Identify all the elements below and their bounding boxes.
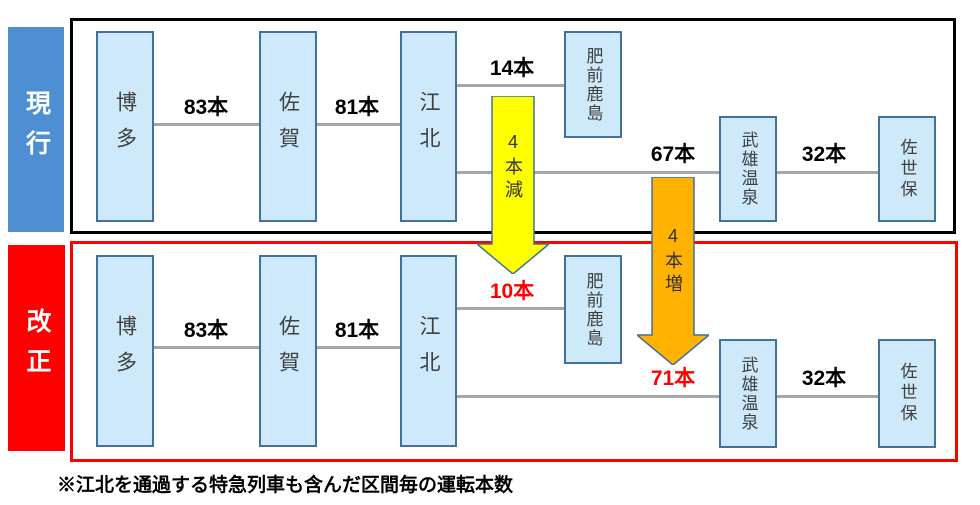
count-current-kohoku-hizenkashima: 14本 — [489, 57, 535, 80]
station-revised-takeo-onsen-label: 武雄温泉 — [738, 355, 758, 432]
station-current-hizen-kashima-label: 肥前鹿島 — [583, 46, 603, 123]
current-row-label: 現行 — [8, 27, 64, 232]
rail-revised-saga-kohoku — [317, 346, 400, 349]
station-current-saga: 佐賀 — [259, 31, 317, 222]
rail-current-kohoku-takeoonsen — [457, 171, 719, 174]
decrease-arrow-icon — [477, 96, 549, 274]
station-revised-kohoku-label: 江北 — [417, 315, 440, 387]
count-revised-takeoonsen-sasebo: 32本 — [801, 367, 847, 390]
count-current-takeoonsen-sasebo: 32本 — [801, 143, 847, 166]
rail-current-hakata-saga — [154, 123, 259, 126]
rail-revised-kohoku-hizenkashima — [457, 307, 564, 310]
station-current-sasebo: 佐世保 — [878, 116, 936, 222]
station-revised-hizen-kashima-label: 肥前鹿島 — [583, 271, 603, 348]
station-revised-kohoku: 江北 — [400, 255, 457, 447]
decrease-arrow-text: 4本減 — [477, 132, 549, 203]
station-revised-hakata-label: 博多 — [113, 315, 137, 387]
count-revised-hakata-saga: 83本 — [183, 319, 229, 342]
count-revised-saga-kohoku: 81本 — [334, 319, 380, 342]
rail-current-kohoku-hizenkashima — [457, 84, 564, 87]
count-revised-kohoku-hizenkashima: 10本 — [489, 280, 535, 303]
revised-panel — [70, 241, 958, 462]
rail-current-saga-kohoku — [317, 123, 400, 126]
count-revised-kohoku-takeoonsen: 71本 — [650, 367, 696, 390]
rail-revised-hakata-saga — [154, 346, 259, 349]
station-revised-sasebo-label: 佐世保 — [897, 362, 917, 425]
station-current-hakata-label: 博多 — [113, 90, 137, 163]
revised-row-label: 改正 — [8, 245, 65, 451]
rail-revised-kohoku-takeoonsen — [457, 395, 719, 398]
station-current-kohoku-label: 江北 — [417, 90, 440, 163]
increase-arrow-text: 4本増 — [637, 226, 709, 297]
station-current-takeo-onsen-label: 武雄温泉 — [738, 131, 758, 207]
station-current-saga-label: 佐賀 — [276, 90, 300, 163]
count-current-hakata-saga: 83本 — [183, 96, 229, 119]
station-current-hakata: 博多 — [96, 31, 154, 222]
station-revised-takeo-onsen: 武雄温泉 — [719, 339, 777, 448]
footnote: ※江北を通過する特急列車も含んだ区間毎の運転本数 — [57, 475, 514, 496]
increase-arrow-icon — [637, 177, 709, 365]
station-revised-sasebo: 佐世保 — [878, 339, 936, 448]
revised-row-label-text: 改正 — [23, 308, 51, 388]
station-current-sasebo-label: 佐世保 — [897, 137, 917, 201]
rail-current-takeoonsen-sasebo — [777, 171, 878, 174]
station-current-kohoku: 江北 — [400, 31, 457, 222]
count-current-kohoku-takeoonsen: 67本 — [650, 143, 696, 166]
station-revised-saga-label: 佐賀 — [276, 315, 300, 387]
station-current-takeo-onsen: 武雄温泉 — [719, 116, 777, 222]
station-revised-saga: 佐賀 — [259, 255, 317, 447]
current-row-label-text: 現行 — [22, 89, 51, 170]
station-revised-hakata: 博多 — [96, 255, 154, 447]
decrease-arrow-label: 4本減 — [503, 132, 523, 203]
station-current-hizen-kashima: 肥前鹿島 — [564, 31, 622, 138]
count-current-saga-kohoku: 81本 — [334, 96, 380, 119]
increase-arrow-label: 4本増 — [663, 226, 683, 297]
rail-revised-takeoonsen-sasebo — [777, 395, 878, 398]
station-revised-hizen-kashima: 肥前鹿島 — [564, 255, 622, 364]
